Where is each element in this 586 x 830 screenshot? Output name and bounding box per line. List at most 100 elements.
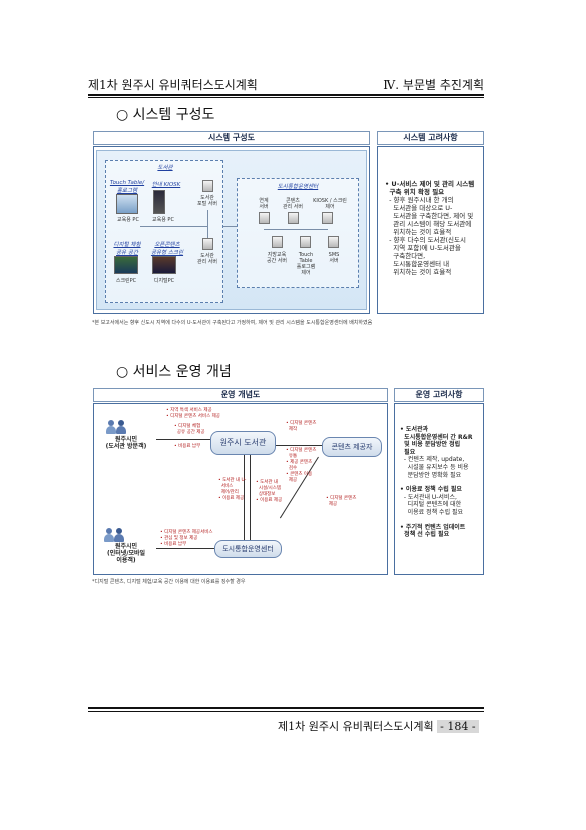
- side-line: 및 비용 분담방안 정립: [400, 441, 461, 449]
- connector-line: [264, 229, 328, 230]
- side-line: 구축한다면,: [385, 252, 426, 260]
- touch-table-label: Touch Table/ 홀로그램: [109, 180, 145, 194]
- notes-library: • 디지털 체험 공유 공간 제공 • 비용료 납부: [174, 424, 214, 450]
- side-line: • 주기적 컨텐츠 업데이트: [400, 523, 466, 531]
- caption-1: 교육용 PC: [117, 217, 139, 223]
- library-node: 원주시 도서관: [210, 431, 276, 455]
- side-line: 위치하는 것이 효율적: [385, 228, 452, 236]
- note-line: • 제공 콘텐츠: [286, 460, 313, 465]
- library-admin-server: 도서관 관리 서버: [197, 253, 217, 265]
- side-header: 운영 고려사항: [394, 388, 484, 402]
- note-line: • 디지털 콘텐츠 서비스 제공: [166, 414, 220, 419]
- user-visitor-label: 원주시민 (도서관 방문객): [105, 436, 147, 450]
- arrow-line: [156, 548, 214, 549]
- arrow-line: [250, 455, 251, 540]
- arrow-line: [244, 455, 245, 540]
- side-line: 지역 포함)에 U-도서관을: [385, 244, 461, 252]
- operation-considerations: • 도서관과 도시통합운영센터 간 R&R 및 비용 분담방안 정립 필요 - …: [400, 426, 484, 539]
- side-line: 필요: [400, 448, 416, 456]
- side-line: - 컨텐츠 제작, update,: [400, 456, 465, 464]
- caption-4: 디지털PC: [153, 278, 175, 284]
- note-line: 유통: [286, 454, 298, 459]
- digital-space-image: [114, 256, 138, 274]
- side-line: 도시통합운영센터 내: [385, 260, 450, 268]
- notes-provider-2: • 디지털 콘텐츠 유통 • 제공 콘텐츠 검수 • 콘텐츠 이용 제공: [286, 448, 322, 484]
- footnote-service: *디지털 콘텐츠, 디지털 체험/교육 공간 이용에 대한 이용료를 징수할 경…: [92, 579, 246, 585]
- arrow-line: [156, 439, 210, 440]
- side-line: 시설물 유지보수 등 비용: [400, 463, 469, 471]
- system-considerations: • U-서비스 제어 및 관리 시스템 구축 위치 확정 필요 - 향후 원주시…: [385, 180, 481, 276]
- user-online-label: 원주시민 (인터넷/모바일 이용객): [106, 543, 146, 564]
- running-header: 제1차 원주시 유비쿼터스도시계획 Ⅳ. 부문별 추진계획: [88, 76, 484, 94]
- server-icon: [288, 212, 299, 224]
- server-icon: [300, 236, 311, 248]
- side-line: 이용료 정책 수립 필요: [400, 508, 464, 516]
- note-line: 제공: [326, 502, 338, 507]
- connector-line: [223, 226, 237, 227]
- section-title-system: ○ 시스템 구성도: [116, 107, 215, 123]
- side-line: 도서관을 구축한다면, 제어 및: [385, 212, 474, 220]
- diagram-header: 시스템 구성도: [93, 131, 370, 145]
- digital-space-label: 디지털 체험 공유 공간: [113, 242, 141, 256]
- open-content-image: [152, 256, 176, 274]
- kiosk-label: 안내 KIOSK: [151, 182, 181, 188]
- note-line: • 디지털 콘텐츠 제공서비스: [160, 530, 213, 535]
- note-line: • 관심 및 정보 제공: [160, 536, 198, 541]
- library-label: 도서관: [157, 165, 173, 171]
- side-line: 위치하는 것이 효율적: [385, 268, 452, 276]
- server-icon: [322, 212, 333, 224]
- note-line: • 비용료 납부: [160, 542, 187, 547]
- side-panel: [377, 146, 484, 314]
- caption-2: 교육용 PC: [152, 217, 174, 223]
- note-line: • 이용료 제공: [218, 496, 245, 501]
- notes-mid-2: • 도서관 내 시설/시스템 상태정보 • 이용료 제공: [256, 480, 290, 504]
- note-line: 제작: [286, 427, 298, 432]
- note-line: • 콘텐츠 이용: [286, 472, 313, 477]
- note-line: • 디지털 콘텐츠: [326, 496, 357, 501]
- side-line: • U-서비스 제어 및 관리 시스템: [385, 180, 475, 188]
- server-icon: [328, 236, 339, 248]
- notes-provider-1: • 디지털 콘텐츠 제작: [286, 421, 322, 433]
- spacer: [400, 517, 484, 524]
- center-item-3: KIOSK / 스크린 제어: [313, 198, 347, 210]
- side-line: 관리 시스템이 해당 도서관에: [385, 220, 472, 228]
- side-line: 도서관을 대상으로 U-: [385, 204, 453, 212]
- footnote-system: *본 보고서에서는 향후 신도시 지역에 다수의 U-도서관이 구축된다고 가정…: [92, 320, 373, 326]
- notes-top: • 지역 특색 서비스 제공 • 디지털 콘텐츠 서비스 제공: [166, 408, 256, 420]
- header-chapter: Ⅳ. 부문별 추진계획: [383, 78, 484, 92]
- center-item-4: 지방교육 공간 서버: [267, 252, 287, 264]
- provider-node: 콘텐츠 제공자: [322, 437, 382, 457]
- notes-right: • 디지털 콘텐츠 제공: [326, 496, 362, 508]
- center-item-6: SMS 서버: [328, 252, 340, 264]
- footer-document-title: 제1차 원주시 유비쿼터스도시계획: [278, 720, 434, 733]
- notes-bottom: • 디지털 콘텐츠 제공서비스 • 관심 및 정보 제공 • 비용료 납부: [160, 530, 220, 548]
- notes-mid-1: • 도서관 내 U- 서비스 제어/관리 • 이용료 제공: [218, 478, 246, 502]
- note-line: • 지역 특색 서비스 제공: [166, 408, 212, 413]
- side-panel: [394, 403, 484, 575]
- note-line: • 디지털 콘텐츠: [286, 421, 317, 426]
- side-line: 구축 위치 확정 필요: [385, 188, 445, 196]
- note-line: 시설/시스템: [256, 486, 282, 491]
- center-item-5: Touch Table 홀로그램 제어: [296, 252, 316, 276]
- kiosk-image: [153, 190, 165, 214]
- side-line: - 향후 원주시내 한 개의: [385, 196, 454, 204]
- server-icon: [202, 180, 213, 192]
- note-line: • 이용료 제공: [256, 498, 283, 503]
- caption-3: 스크린PC: [115, 278, 137, 284]
- center-item-1: 연계 서버: [259, 198, 269, 210]
- center-box: [237, 178, 359, 288]
- side-line: - 향후 다수의 도서관(신도시: [385, 236, 466, 244]
- header-rule-thin: [88, 97, 484, 98]
- open-content-label: 오픈콘텐츠 공유형 스크린: [150, 242, 184, 256]
- running-footer: 제1차 원주시 유비쿼터스도시계획 - 184 -: [278, 718, 484, 734]
- header-document-title: 제1차 원주시 유비쿼터스도시계획: [88, 78, 258, 92]
- side-line: • 이용료 정책 수립 필요: [400, 486, 462, 494]
- connector-line: [140, 226, 207, 227]
- note-line: 공유 공간 제공: [174, 430, 205, 435]
- server-icon: [259, 212, 270, 224]
- side-line: 도시통합운영센터 간 R&R: [400, 433, 473, 441]
- side-line: 분담방안 명확화 필요: [400, 471, 462, 479]
- note-line: • 디지털 체험: [174, 424, 201, 429]
- touch-table-image: [116, 194, 138, 214]
- connector-line: [207, 210, 208, 238]
